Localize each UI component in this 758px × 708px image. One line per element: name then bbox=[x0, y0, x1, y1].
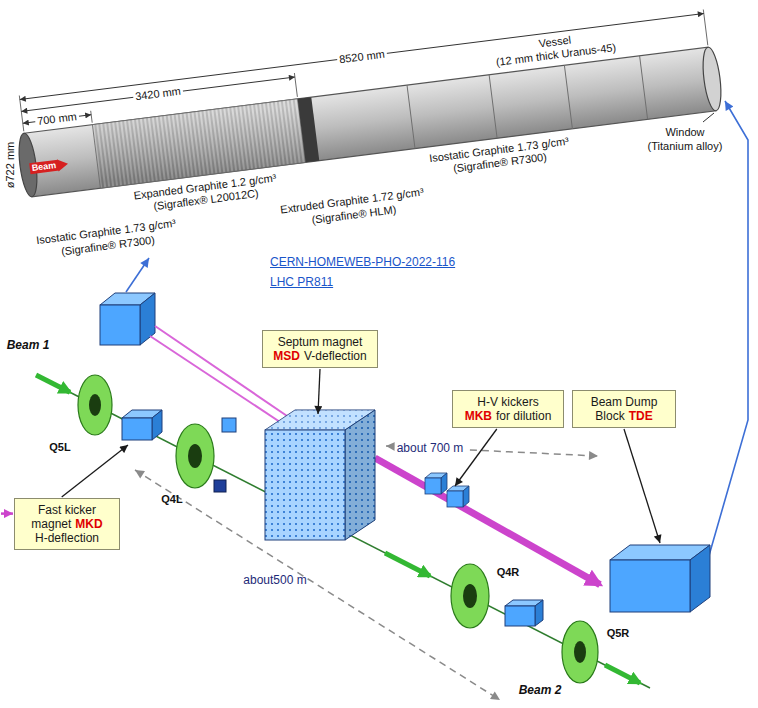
callout-text: for dilution bbox=[496, 409, 551, 423]
callout-text: Beam Dump bbox=[579, 395, 669, 409]
callout-text: H-V kickers bbox=[459, 395, 557, 409]
quadrupole-label: Q5R bbox=[607, 627, 630, 640]
source-link: CERN-HOMEWEB-PHO-2022-116 bbox=[270, 255, 455, 269]
beam-label: Beam 2 bbox=[519, 683, 562, 697]
quadrupole-label: Q5L bbox=[49, 441, 70, 454]
dimension-label: 8520 mm bbox=[336, 47, 387, 66]
callout-text: MSD bbox=[273, 349, 300, 363]
callout-box: Fast kicker magnetMKDH-deflection bbox=[14, 498, 120, 550]
beam-label: Beam 1 bbox=[7, 338, 50, 352]
callout-text: MKB bbox=[465, 409, 492, 423]
dimension-label: 3420 mm bbox=[133, 85, 184, 104]
quadrupole-label: Q4L bbox=[161, 493, 182, 506]
distance-label: about 700 m bbox=[395, 441, 466, 455]
leader-arrow bbox=[455, 429, 497, 486]
callout-box: Beam DumpBlock TDE bbox=[572, 390, 676, 428]
beam-arrow bbox=[1, 512, 13, 515]
callout-box: Septum magnetMSD V-deflection bbox=[262, 330, 378, 368]
leader-arrow bbox=[624, 429, 660, 543]
window-label: (Titanium alloy) bbox=[648, 140, 723, 153]
leader-arrow bbox=[318, 369, 320, 414]
quadrupole-label: Q4R bbox=[497, 566, 520, 579]
window-label: Window bbox=[665, 126, 704, 139]
callout-text: MKD bbox=[75, 517, 102, 531]
callout-text: Block bbox=[595, 409, 624, 423]
leader-arrow bbox=[62, 445, 128, 497]
source-link: LHC PR811 bbox=[270, 275, 333, 289]
callout-box: H-V kickersMKB for dilution bbox=[452, 390, 564, 428]
callout-text: Septum magnet bbox=[269, 335, 371, 349]
callout-text: TDE bbox=[629, 409, 653, 423]
callout-text: H-deflection bbox=[21, 531, 113, 545]
callout-text: V-deflection bbox=[304, 349, 367, 363]
dimension-label: ø722 mm bbox=[4, 142, 17, 188]
dimension-label: 700 mm bbox=[34, 110, 79, 128]
distance-label: about500 m bbox=[243, 573, 306, 587]
